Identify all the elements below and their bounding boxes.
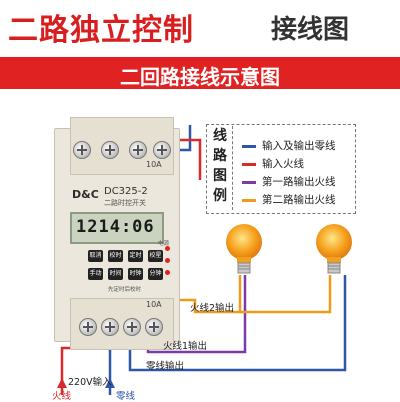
title-red: 二路独立控制	[8, 13, 194, 48]
legend-char: 路	[213, 148, 227, 164]
legend-item-live: 输入火线	[242, 156, 304, 170]
screw-icon	[153, 141, 171, 159]
wire-neutral-output	[128, 275, 347, 372]
screw-icon	[123, 318, 141, 336]
led-2-icon	[165, 270, 170, 275]
subtitle-banner: 二回路接线示意图	[0, 57, 400, 89]
label-output1: 火线1输出	[163, 341, 208, 352]
bulb-2-icon	[316, 224, 352, 274]
legend-label: 第一路输出火线	[262, 176, 336, 188]
label-live: 火线	[52, 391, 72, 402]
timer-button[interactable]: 定时	[128, 250, 143, 262]
legend-label: 输入火线	[262, 158, 304, 170]
week-button[interactable]: 校星	[148, 250, 163, 262]
rating-top: 10A	[146, 160, 162, 169]
legend-char: 图	[213, 168, 227, 184]
screw-icon	[73, 141, 91, 159]
minute-button[interactable]: 分钟	[148, 268, 163, 280]
model-number: DC325-2	[104, 186, 148, 197]
screw-icon	[101, 141, 119, 159]
led-1-icon	[165, 258, 170, 263]
legend-char: 线	[213, 128, 227, 144]
label-output2: 火线2输出	[190, 303, 235, 314]
legend-title: 线 路 图 例	[208, 126, 233, 210]
label-input: 220V输入	[68, 377, 112, 388]
title-black: 接线图	[271, 15, 350, 45]
arrow-neutral	[105, 378, 115, 388]
legend-item-neutral: 输入及输出零线	[242, 138, 336, 152]
led-label: 电源	[158, 241, 170, 247]
bulb-1-icon	[226, 224, 262, 274]
set-time-button[interactable]: 校时	[108, 250, 123, 262]
screw-icon	[129, 141, 147, 159]
label-neutral-output: 零线输出	[146, 361, 185, 372]
device-note: 先定时后校时	[108, 287, 142, 293]
legend-label: 第二路输出火线	[262, 194, 336, 206]
device-subtitle: 二路时控开关	[104, 199, 146, 207]
screw-icon	[79, 318, 97, 336]
manual-button[interactable]: 手动	[88, 268, 103, 280]
legend-label: 输入及输出零线	[262, 140, 336, 152]
lcd-time: 1214:06	[76, 217, 155, 237]
label-neutral: 零线	[116, 391, 136, 402]
power-led-icon	[165, 246, 170, 251]
legend-swatch	[242, 198, 256, 202]
legend-char: 例	[213, 188, 227, 204]
cancel-button[interactable]: 取消	[88, 250, 103, 262]
legend-swatch	[242, 162, 256, 166]
wire-output2-b	[240, 275, 332, 314]
screw-icon	[145, 318, 163, 336]
legend-swatch	[242, 144, 256, 148]
legend-item-output1: 第一路输出火线	[242, 174, 336, 188]
lcd-display: 1214:06	[70, 212, 164, 244]
banner-text: 二回路接线示意图	[120, 65, 280, 89]
hour-button[interactable]: 时钟	[128, 268, 143, 280]
legend-swatch	[242, 180, 256, 184]
legend-box	[206, 124, 356, 214]
wire-output2	[163, 275, 242, 314]
screw-icon	[101, 318, 119, 336]
rating-bottom: 10A	[146, 300, 162, 309]
brand-logo: D&C	[72, 188, 99, 201]
time-button[interactable]: 时间	[108, 268, 123, 280]
legend-item-output2: 第二路输出火线	[242, 192, 336, 206]
page-title: 二路独立控制 接线图	[0, 0, 400, 48]
arrow-live	[57, 378, 67, 388]
